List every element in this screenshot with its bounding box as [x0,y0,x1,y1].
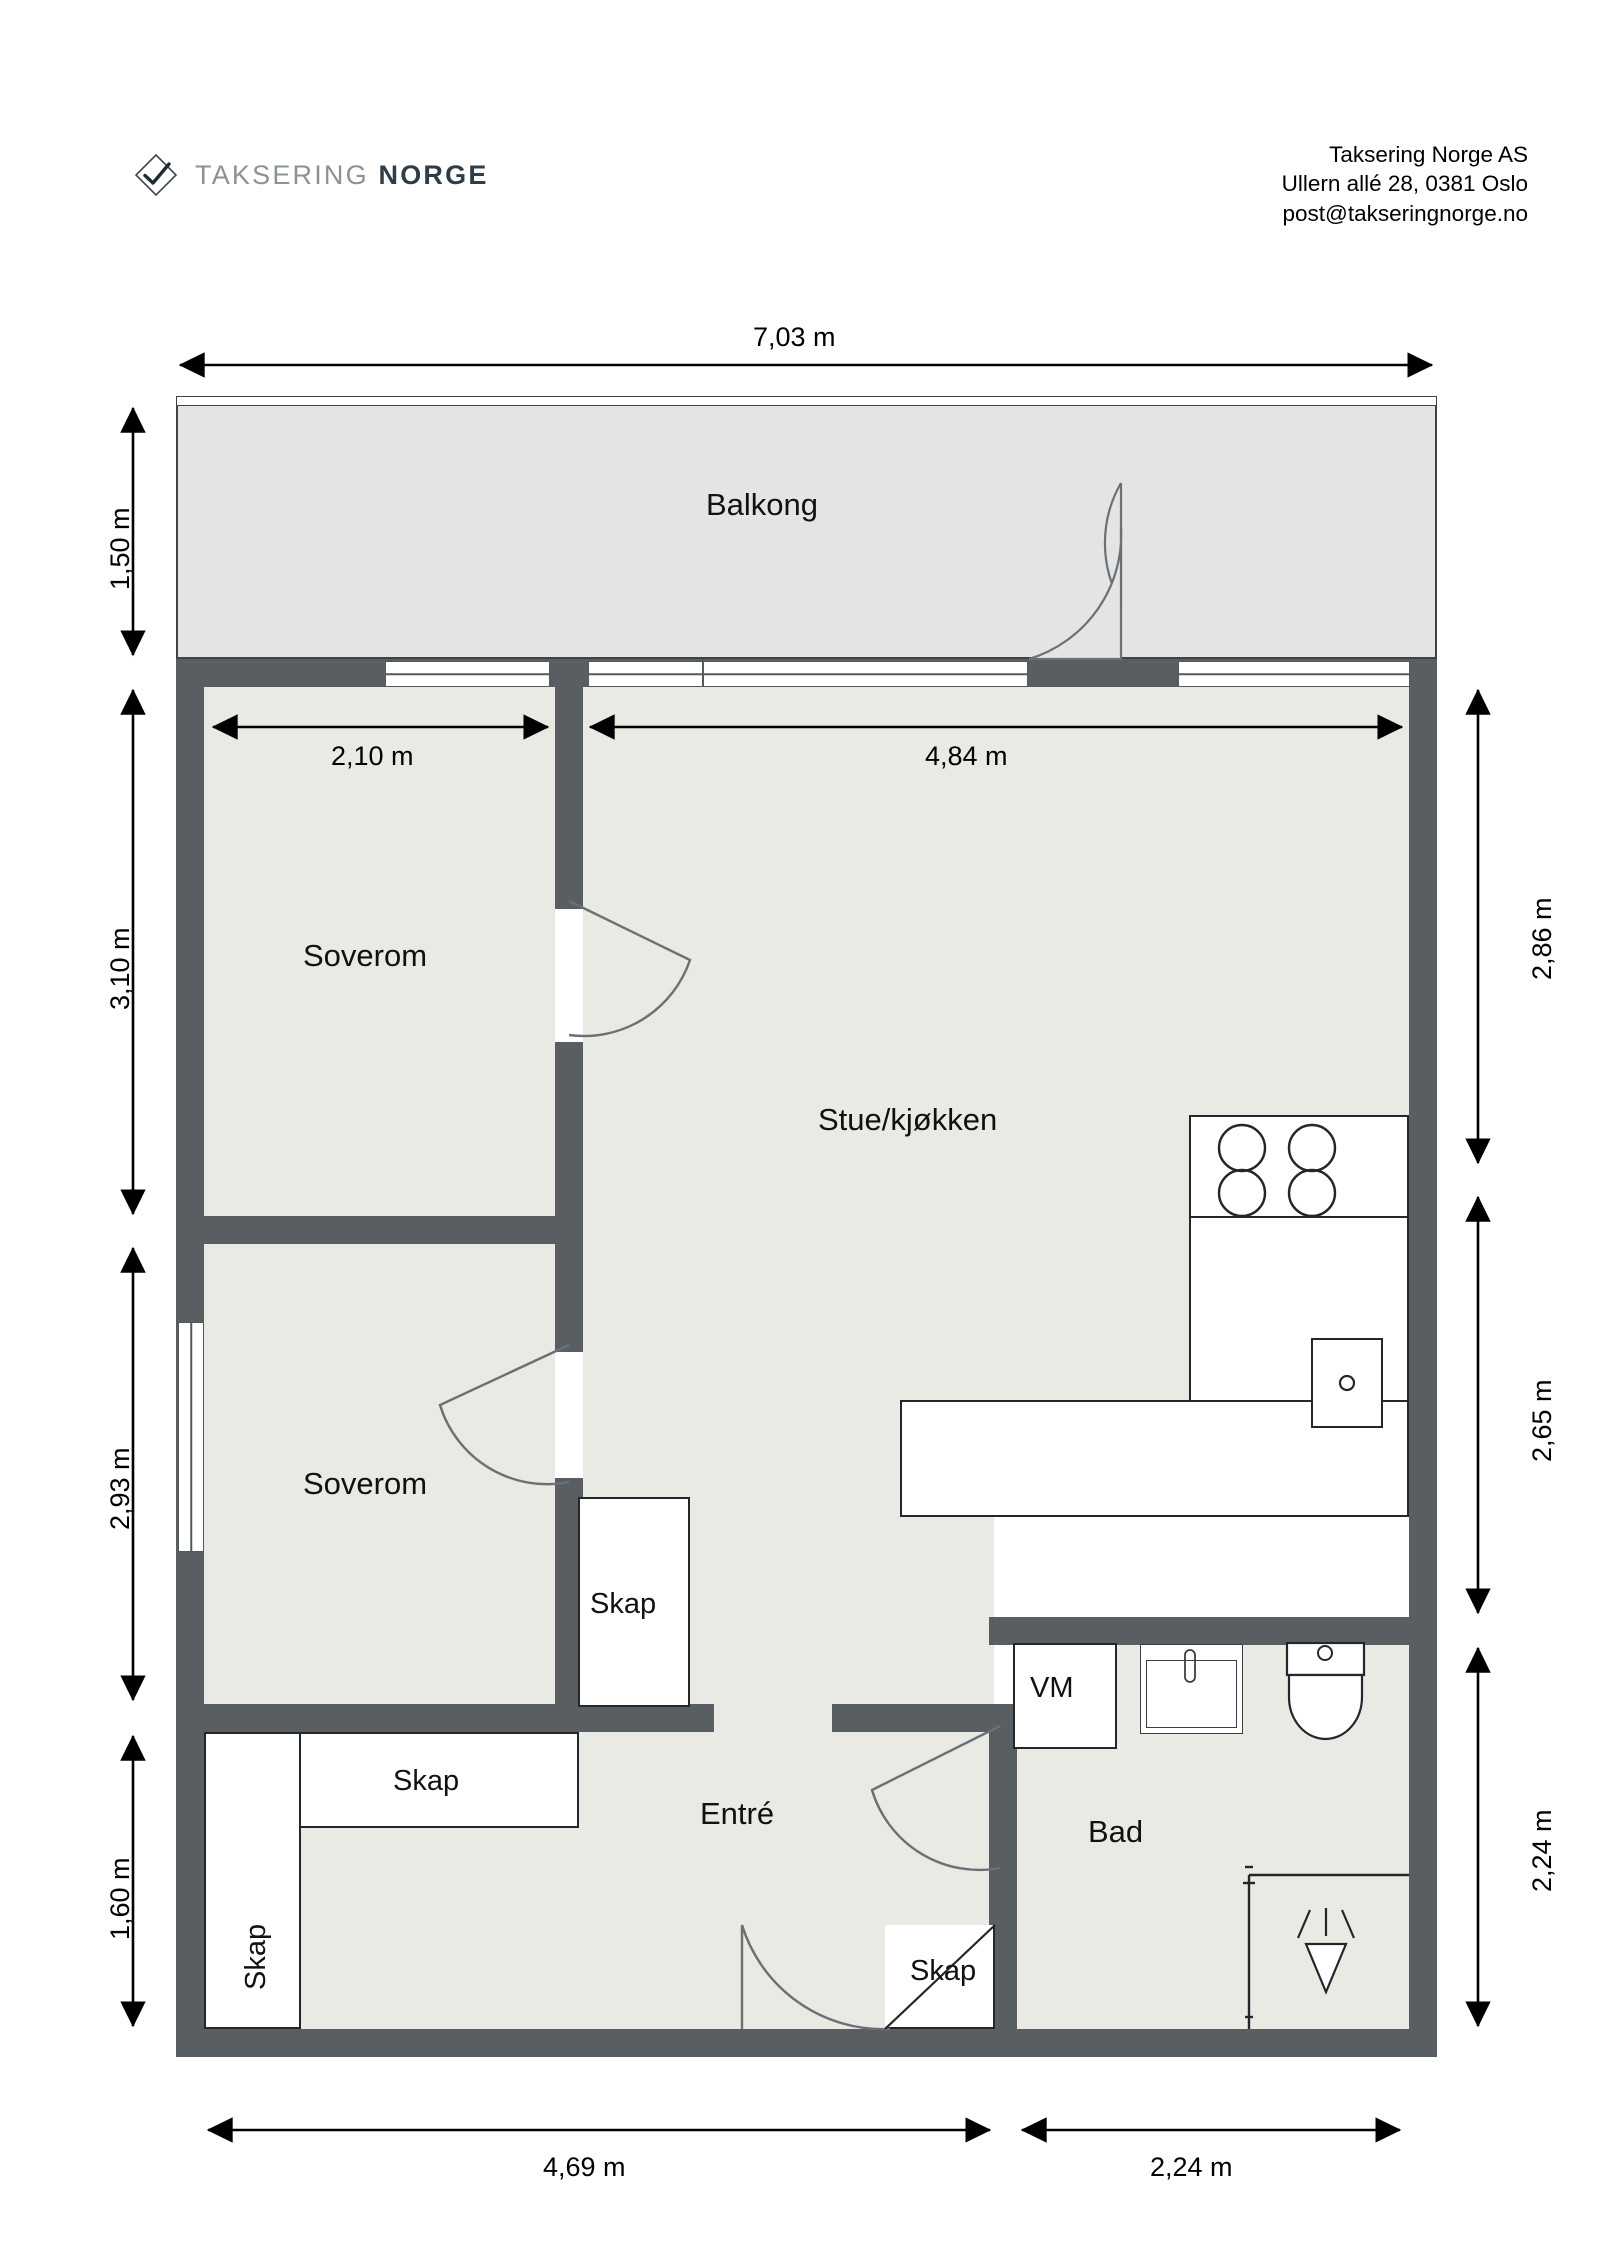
skap-entre-left-box [204,1732,301,2029]
kitchen-sink [1311,1338,1383,1428]
window-soverom-2-left [178,1322,204,1552]
bathroom-sink-basin [1146,1660,1237,1728]
dim-stue-width: 4,84 m [925,741,1008,771]
label-skap-entre-left: Skap [240,1923,272,1990]
window-stue-left [588,661,703,687]
dim-entre-depth: 1,60 m [105,1857,135,1940]
label-washing-machine: VM [1030,1672,1074,1704]
logo-text-norge: NORGE [378,159,489,190]
label-soverom-1: Soverom [303,938,428,973]
label-stue-kjokken: Stue/kjøkken [818,1102,998,1137]
logo-wordmark: TAKSERING NORGE [195,160,489,191]
dim-soverom2-depth: 2,93 m [105,1447,135,1530]
company-name: Taksering Norge AS [1329,142,1528,167]
page-header: TAKSERING NORGE Taksering Norge AS Uller… [0,0,1600,240]
dim-bad-depth: 2,24 m [1527,1809,1557,1892]
diamond-check-icon [134,153,178,197]
contact-info: Taksering Norge AS Ullern allé 28, 0381 … [1282,140,1528,228]
skap-middle-box [578,1497,690,1707]
dim-total-width: 7,03 m [753,322,836,352]
wall-soverom-stue-upper [555,659,583,909]
stove-cooktop [1189,1115,1409,1218]
washing-machine-box [1013,1643,1117,1749]
dim-soverom1-depth: 3,10 m [105,927,135,1010]
window-stue-right [703,661,1028,687]
dim-soverom-width: 2,10 m [331,741,414,771]
company-logo: TAKSERING NORGE [133,152,489,198]
dim-bad-width: 2,24 m [1150,2152,1233,2182]
balkong-floor [176,404,1437,659]
wall-stue-entre [832,1704,1017,1732]
dim-left-width: 4,69 m [543,2152,626,2182]
dim-kjokken-depth: 2,65 m [1527,1379,1557,1462]
dim-balkong-depth: 1,50 m [105,507,135,590]
wall-right [1409,659,1437,2057]
wall-bad-top [989,1617,1437,1645]
wall-between-soverom [204,1216,583,1244]
label-skap-entre-bottom: Skap [910,1955,977,1987]
wall-bottom [176,2029,1437,2057]
label-balkong: Balkong [706,487,819,522]
window-soverom-1 [385,661,550,687]
dim-stue-depth: 2,86 m [1527,897,1557,980]
wall-soverom-stue-mid [555,1042,583,1352]
soverom-1-floor [204,687,555,1216]
label-entre: Entré [700,1796,775,1831]
company-address: Ullern allé 28, 0381 Oslo [1281,171,1528,197]
soverom-2-floor [204,1244,555,1732]
balkong-rail-top [176,396,1437,406]
label-soverom-2: Soverom [303,1466,428,1501]
wall-soverom2-entre [204,1704,714,1732]
logo-text-taksering: TAKSERING [195,159,369,190]
company-email: post@takseringnorge.no [1282,200,1529,226]
label-bad: Bad [1088,1814,1144,1849]
window-stue-far-right [1178,661,1410,687]
label-skap-entre-top: Skap [393,1765,460,1797]
label-skap-middle: Skap [590,1588,657,1620]
